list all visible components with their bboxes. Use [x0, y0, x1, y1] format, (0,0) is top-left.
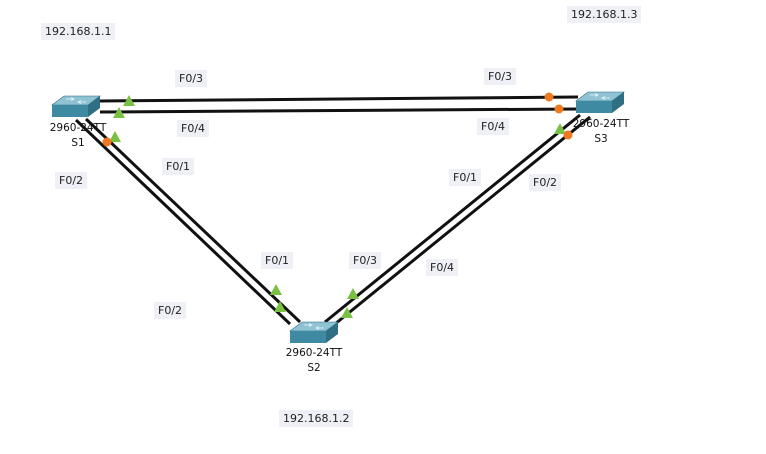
port-label-s1-f02: F0/2 [55, 172, 88, 189]
link-up-indicator [554, 123, 566, 134]
s1-name: S1 [71, 137, 85, 149]
s3-device-label: 2960-24TT S3 [573, 117, 630, 147]
s2-device-label: 2960-24TT S2 [286, 346, 343, 376]
cable-s1-f03-s3-f03[interactable] [99, 95, 579, 103]
s3-name: S3 [594, 133, 608, 145]
cable-s1-f01-s2-f01[interactable] [84, 117, 302, 324]
port-label-s3-f03: F0/3 [484, 68, 517, 85]
link-up-indicator [109, 131, 121, 142]
port-label-s3-f02: F0/2 [529, 174, 562, 191]
link-up-indicator [341, 307, 353, 318]
link-blocked-indicator [544, 92, 554, 102]
s2-model: 2960-24TT [285, 347, 343, 359]
port-label-s2-f02: F0/2 [154, 302, 187, 319]
port-label-s1-f03: F0/3 [175, 70, 208, 87]
port-label-s3-f04: F0/4 [477, 118, 510, 135]
port-label-s2-f04: F0/4 [426, 259, 459, 276]
s2-name: S2 [307, 362, 321, 374]
s1-model: 2960-24TT [49, 122, 107, 134]
cable-s2-f04-s3-f02[interactable] [334, 115, 591, 326]
cable-s1-f02-s2-f02[interactable] [74, 118, 292, 326]
cable-group [74, 95, 591, 326]
port-label-s1-f04: F0/4 [177, 120, 210, 137]
link-indicators [102, 92, 573, 318]
port-label-s2-f01: F0/1 [261, 252, 294, 269]
s1-ip-label: 192.168.1.1 [41, 23, 116, 40]
link-blocked-indicator [102, 137, 112, 147]
switch-s3-icon[interactable] [575, 91, 625, 113]
cable-s2-f03-s3-f01[interactable] [324, 113, 581, 324]
port-label-s2-f03: F0/3 [349, 252, 382, 269]
cable-s1-f04-s3-f04[interactable] [99, 107, 579, 114]
s1-device-label: 2960-24TT S1 [50, 121, 107, 151]
link-up-indicator [347, 288, 359, 299]
switch-s1-icon[interactable] [51, 95, 101, 117]
link-up-indicator [270, 284, 282, 295]
link-blocked-indicator [554, 104, 564, 114]
link-up-indicator [113, 107, 125, 118]
link-blocked-indicator [563, 130, 573, 140]
s2-ip-label: 192.168.1.2 [279, 410, 354, 427]
switch-s2-icon[interactable] [289, 321, 339, 343]
port-label-s1-f01: F0/1 [162, 158, 195, 175]
port-label-s3-f01: F0/1 [449, 169, 482, 186]
s3-ip-label: 192.168.1.3 [567, 6, 642, 23]
link-up-indicator [123, 95, 135, 106]
s3-model: 2960-24TT [572, 118, 630, 130]
link-up-indicator [274, 301, 286, 312]
